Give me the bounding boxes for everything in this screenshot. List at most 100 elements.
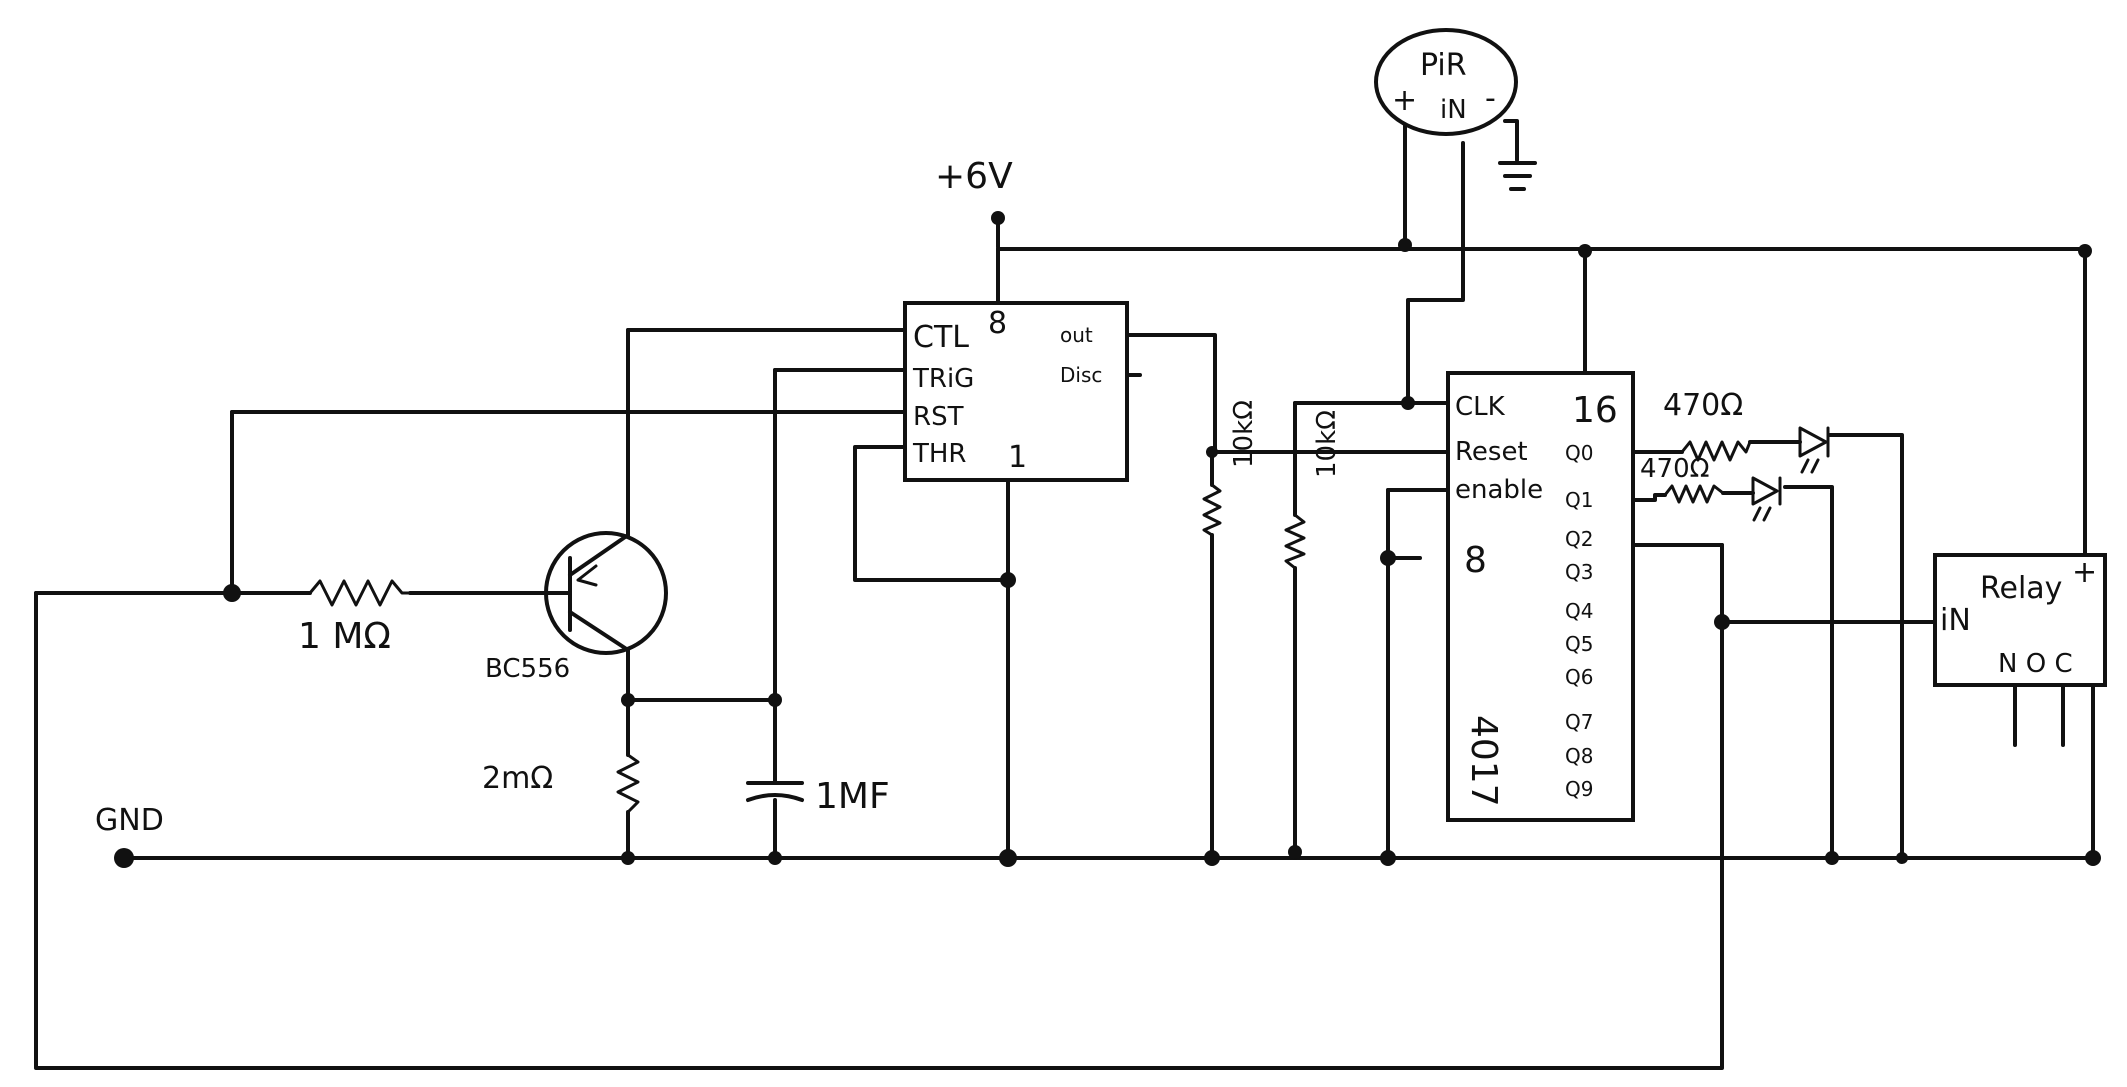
4017-q8-label: Q8 bbox=[1565, 744, 1593, 768]
led-b bbox=[1751, 476, 1782, 522]
emitter-node-wire bbox=[626, 648, 777, 702]
resistor-470-a bbox=[1680, 440, 1752, 462]
555-ctl-label: CTL bbox=[913, 320, 969, 355]
junction-gnd-10k-a bbox=[1204, 850, 1220, 866]
transistor-label: BC556 bbox=[485, 654, 570, 684]
resistor-470-b bbox=[1663, 484, 1725, 504]
junction-clk bbox=[1401, 396, 1415, 410]
relay-pins-label: N O C bbox=[1998, 649, 2073, 679]
junction-gnd-start bbox=[114, 848, 134, 868]
555-trig-label: TRiG bbox=[912, 364, 974, 394]
q1-wire bbox=[1630, 493, 1667, 502]
transistor-arrow bbox=[576, 564, 598, 587]
junction-gnd-555 bbox=[999, 849, 1017, 867]
resistor-1m bbox=[308, 579, 412, 607]
4017-q0-label: Q0 bbox=[1565, 441, 1593, 465]
4017-output-labels: Q0 Q1 Q2 Q3 Q4 Q5 Q6 Q7 Q8 Q9 bbox=[1565, 441, 1593, 801]
555-body bbox=[903, 301, 1129, 482]
4017-q4-label: Q4 bbox=[1565, 599, 1593, 623]
led-a-triangle bbox=[1798, 426, 1828, 458]
timer-555: 8 1 CTL TRiG RST THR out Disc bbox=[903, 301, 1129, 482]
pir-minus-wire bbox=[1503, 119, 1519, 162]
led-b-to-gnd bbox=[1783, 485, 1834, 860]
junction-gnd-cap bbox=[768, 851, 782, 865]
thr-wire bbox=[853, 445, 1010, 582]
junction-gnd-2m bbox=[621, 851, 635, 865]
555-pin8-label: 8 bbox=[988, 306, 1007, 341]
resistor-2m-label: 2mΩ bbox=[482, 761, 553, 796]
capacitor-1mf bbox=[746, 781, 804, 802]
junction-rst-loop bbox=[223, 584, 241, 602]
transistor-collector bbox=[568, 533, 630, 577]
4017-q2-label: Q2 bbox=[1565, 527, 1593, 551]
resistor-10k-b-label: 10kΩ bbox=[1312, 410, 1342, 478]
transistor-bc556 bbox=[543, 531, 668, 655]
cap-plate-bottom bbox=[746, 793, 804, 802]
pir-in-label: iN bbox=[1440, 95, 1467, 125]
555-pin1-label: 1 bbox=[1008, 440, 1027, 475]
pir-name: PiR bbox=[1420, 48, 1467, 83]
resistor-2m bbox=[616, 753, 640, 814]
junction-pir-plus bbox=[1398, 238, 1412, 252]
junction-gnd-relay bbox=[2085, 850, 2101, 866]
pir-plus-label: + bbox=[1392, 83, 1417, 118]
555-out-label: out bbox=[1060, 323, 1093, 347]
led-b-triangle bbox=[1751, 476, 1779, 506]
capacitor-label: 1MF bbox=[815, 776, 890, 817]
555-thr-label: THR bbox=[912, 439, 967, 469]
junction-trig-cap bbox=[768, 693, 782, 707]
4017-q7-label: Q7 bbox=[1565, 710, 1593, 734]
junction-4017-supply bbox=[1578, 244, 1592, 258]
resistor-10k-a bbox=[1202, 483, 1222, 537]
relay-plus-label: + bbox=[2072, 555, 2097, 590]
junction-emitter bbox=[621, 693, 635, 707]
junction-relay-supply bbox=[2078, 244, 2092, 258]
ground-label: GND bbox=[95, 803, 164, 838]
led-b-rays bbox=[1752, 506, 1772, 522]
wires bbox=[34, 119, 2097, 1070]
4017-enable-label: enable bbox=[1455, 475, 1543, 505]
4017-q9-label: Q9 bbox=[1565, 777, 1593, 801]
labels: +6V GND 1 MΩ BC556 2mΩ 1MF 10kΩ 10kΩ 470… bbox=[95, 156, 1743, 838]
4017-part-number: 4017 bbox=[1463, 715, 1504, 807]
4017-reset-label: Reset bbox=[1455, 437, 1528, 467]
pir-body bbox=[1374, 28, 1518, 136]
junction-supply-top bbox=[991, 211, 1005, 225]
relay-in-label: iN bbox=[1940, 603, 1971, 638]
led-a-to-gnd bbox=[1828, 433, 1904, 860]
ground-symbol bbox=[1498, 161, 1537, 191]
4017-clk-label: CLK bbox=[1455, 392, 1506, 422]
led-a-rays bbox=[1800, 458, 1820, 474]
4017-q5-label: Q5 bbox=[1565, 632, 1593, 656]
4017-q6-label: Q6 bbox=[1565, 665, 1593, 689]
junction-enable bbox=[1380, 550, 1396, 566]
counter-4017: 16 8 CLK Reset enable 4017 Q0 Q1 Q2 Q3 Q… bbox=[1446, 371, 1635, 822]
relay-body bbox=[1933, 553, 2107, 687]
supply-label: +6V bbox=[935, 156, 1013, 197]
4017-q3-label: Q3 bbox=[1565, 560, 1593, 584]
junction-gnd-10k-b bbox=[1288, 845, 1302, 859]
junction-q2-relay bbox=[1714, 614, 1730, 630]
pir-sensor: PiR + iN - bbox=[1374, 28, 1518, 136]
pir-minus-label: - bbox=[1485, 81, 1496, 116]
junction-thr-pin1 bbox=[1000, 572, 1016, 588]
resistor-470-a-label: 470Ω bbox=[1663, 388, 1743, 423]
transistor-emitter bbox=[568, 610, 630, 652]
junction-out bbox=[1206, 446, 1218, 458]
junctions bbox=[114, 211, 2101, 868]
4017-pin16-label: 16 bbox=[1572, 390, 1618, 431]
out-wire bbox=[1126, 333, 1217, 454]
555-rst-label: RST bbox=[913, 402, 964, 432]
4017-q1-label: Q1 bbox=[1565, 488, 1593, 512]
led-a bbox=[1798, 426, 1830, 474]
junction-gnd-led-a bbox=[1896, 852, 1908, 864]
resistor-10k-b bbox=[1284, 513, 1306, 570]
resistor-470-b-label: 470Ω bbox=[1640, 454, 1710, 484]
4017-pin8-label: 8 bbox=[1464, 540, 1487, 581]
junction-gnd-led-b bbox=[1825, 851, 1839, 865]
resistor-1m-label: 1 MΩ bbox=[298, 616, 391, 657]
relay-title: Relay bbox=[1980, 571, 2062, 606]
555-disc-label: Disc bbox=[1060, 363, 1102, 387]
4017-body bbox=[1446, 371, 1635, 822]
